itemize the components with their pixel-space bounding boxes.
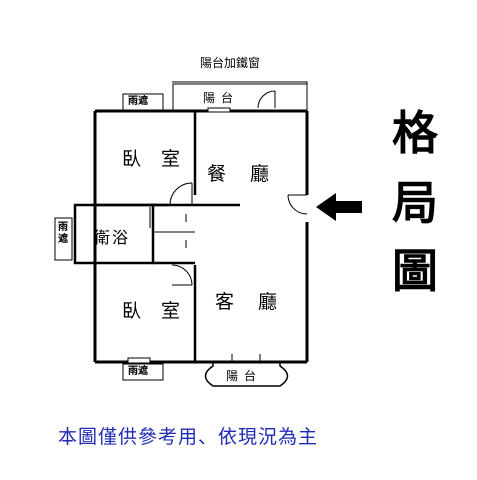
rain-cover-bathroom-side — [54, 217, 73, 261]
bottom-balcony-outline — [204, 362, 289, 387]
top-window — [207, 107, 231, 113]
bottom-window — [127, 357, 151, 364]
bedroom-bottom-door-swing — [171, 264, 193, 286]
top-balcony-note: 陽台加鐵窗 — [200, 56, 261, 70]
room-label-living: 客廳 — [215, 291, 302, 313]
room-label-bedroom-top: 臥室 — [122, 148, 201, 170]
rain-cover-top-left-label: 雨遮 — [128, 96, 148, 107]
bottom-balcony-label: 陽台 — [226, 369, 263, 383]
room-label-dining: 餐廳 — [207, 163, 294, 185]
title-char-2: 局 — [392, 176, 438, 230]
rain-cover-bathroom-side-label: 雨遮 — [58, 222, 68, 245]
balcony-door-swing — [257, 90, 276, 109]
entrance-arrow-icon — [316, 193, 362, 221]
rain-cover-bottom-left — [122, 363, 164, 381]
bedroom-top-door-swing — [169, 182, 193, 206]
room-label-bathroom: 衛浴 — [94, 228, 131, 247]
disclaimer-text: 本圖僅供參考用、依現況為主 — [58, 426, 319, 448]
entrance-door-swing — [287, 194, 308, 215]
rain-cover-top-left — [122, 93, 164, 111]
top-balcony-outline — [172, 83, 308, 112]
room-label-bedroom-bottom: 臥室 — [122, 300, 201, 322]
title-char-3: 圖 — [392, 244, 438, 298]
rain-cover-bottom-left-label: 雨遮 — [128, 366, 148, 377]
balcony-rail-bracket — [172, 81, 308, 84]
title-char-1: 格 — [392, 106, 438, 160]
bathroom-walls — [73, 203, 155, 265]
top-balcony-label: 陽台 — [203, 91, 240, 105]
